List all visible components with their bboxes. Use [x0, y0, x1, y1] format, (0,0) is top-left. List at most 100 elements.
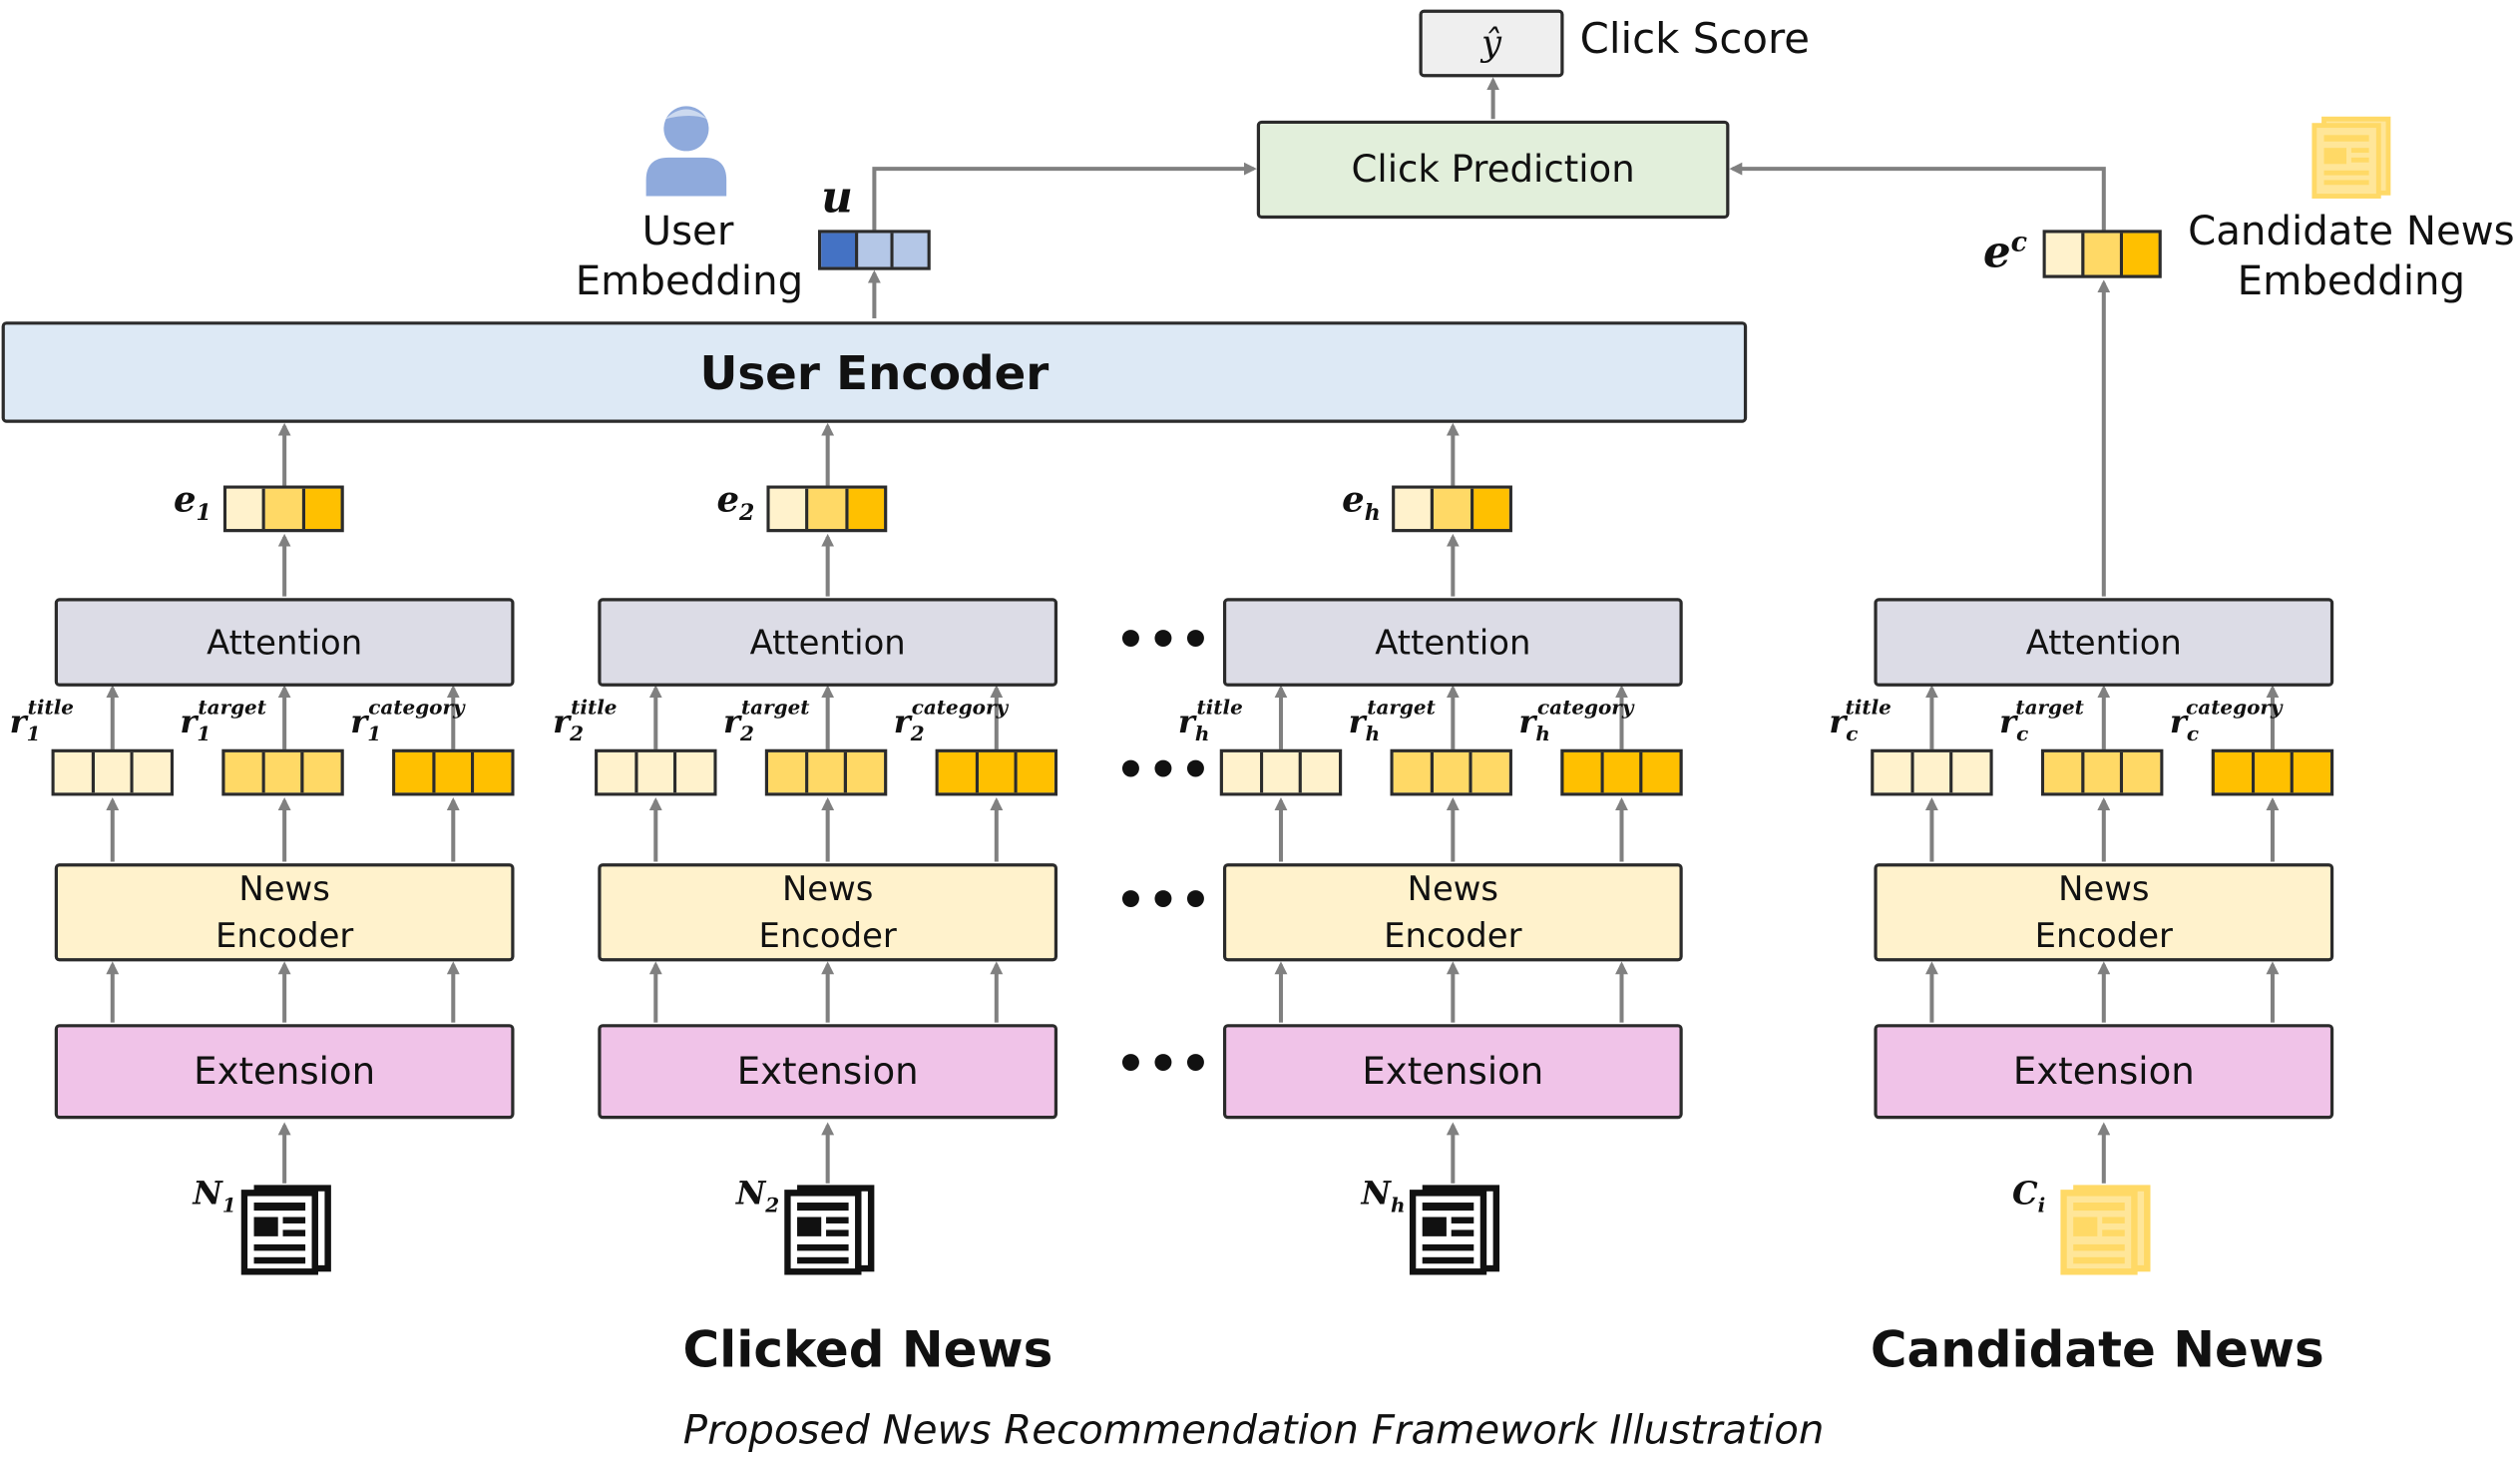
vector-cell — [1952, 751, 1990, 793]
r-sub: 1 — [26, 721, 41, 745]
c-sub: i — [2037, 1193, 2046, 1217]
r-sub: 2 — [570, 721, 585, 745]
vector-cell — [474, 751, 512, 793]
e-sub: h — [1364, 500, 1381, 527]
n-sub: 1 — [221, 1193, 236, 1217]
extension-label: Extension — [194, 1050, 376, 1093]
attention-box: Attention — [1874, 598, 2334, 687]
click-prediction-label: Click Prediction — [1351, 149, 1635, 191]
r-sub: h — [1535, 721, 1550, 745]
vector-cell — [1262, 751, 1303, 793]
r-title-label: r2title — [553, 695, 630, 745]
r-base: r — [9, 702, 27, 741]
n2-label: N2 — [736, 1174, 779, 1217]
r-sub: c — [1846, 721, 1859, 745]
e-base: e — [716, 479, 740, 521]
vector-cell — [304, 488, 341, 530]
vector-cell — [264, 751, 305, 793]
news-encoder-line1: News — [238, 868, 330, 908]
r-base: r — [553, 702, 571, 741]
e-base: e — [173, 479, 197, 521]
click-prediction-box: Click Prediction — [1256, 120, 1730, 220]
r-sub: h — [1194, 721, 1210, 745]
y-hat-box: ŷ — [1419, 9, 1564, 78]
candidate-embedding-label: Candidate News Embedding — [2183, 206, 2520, 305]
r-title-label: rctitle — [1829, 695, 1903, 745]
ec-symbol: ec — [1983, 226, 2027, 278]
r-target-label: rctarget — [1999, 695, 2097, 745]
ellipsis: ••• — [1115, 612, 1213, 670]
r-sub: h — [1365, 721, 1381, 745]
news-embedding-vector — [766, 485, 888, 533]
vector-cell — [1642, 751, 1680, 793]
e-base: e — [1342, 479, 1365, 521]
e1-label: e1 — [174, 479, 211, 526]
r-target-label: rhtarget — [1349, 695, 1449, 745]
click-score-label: Click Score — [1579, 16, 1811, 65]
vector-cell — [808, 488, 849, 530]
u-symbol: u — [821, 173, 853, 224]
ellipsis: ••• — [1115, 1037, 1213, 1094]
news-embedding-vector — [222, 485, 344, 533]
category-vector — [1560, 748, 1683, 796]
vector-cell — [2045, 233, 2085, 275]
r-sub: c — [2016, 721, 2029, 745]
candidate-embedding-line2: Embedding — [2237, 256, 2466, 304]
extension-box: Extension — [1222, 1024, 1683, 1120]
vector-cell — [1018, 751, 1054, 793]
vector-cell — [435, 751, 475, 793]
r-sup: category — [368, 694, 465, 720]
attention-label: Attention — [2025, 623, 2182, 662]
ec-sup: c — [2010, 225, 2028, 257]
newspaper-icon — [2060, 1185, 2151, 1275]
attention-box: Attention — [598, 598, 1058, 687]
eh-label: eh — [1342, 479, 1381, 526]
r-category-label: rccategory — [2170, 695, 2296, 745]
vector-cell — [807, 751, 848, 793]
vector-cell — [821, 233, 858, 267]
c-base: C — [2011, 1174, 2038, 1213]
newspaper-icon — [240, 1185, 331, 1275]
r-base: r — [722, 702, 740, 741]
title-vector — [51, 748, 174, 796]
vector-cell — [894, 233, 928, 267]
person-icon — [645, 106, 727, 197]
r-sub: 1 — [197, 721, 211, 745]
news-encoder-line2: Encoder — [758, 915, 897, 955]
title-vector — [1871, 748, 1993, 796]
y-hat-symbol: ŷ — [1480, 23, 1502, 64]
r-base: r — [893, 702, 911, 741]
n-base: N — [193, 1174, 222, 1213]
attention-box: Attention — [1222, 598, 1683, 687]
r-base: r — [180, 702, 198, 741]
vector-cell — [304, 751, 341, 793]
news-encoder-line1: News — [2058, 868, 2150, 908]
user-embedding-line2: Embedding — [575, 256, 804, 304]
newspaper-icon — [2311, 116, 2391, 199]
vector-cell — [2254, 751, 2295, 793]
e-sub: 1 — [196, 500, 211, 527]
newspaper-icon — [1409, 1185, 1500, 1275]
vector-cell — [769, 488, 809, 530]
vector-cell — [2084, 233, 2124, 275]
vector-cell — [1434, 488, 1473, 530]
vector-cell — [598, 751, 638, 793]
vector-cell — [1433, 751, 1473, 793]
vector-cell — [1302, 751, 1339, 793]
extension-box: Extension — [1874, 1024, 2334, 1120]
vector-cell — [768, 751, 808, 793]
r-sub: 1 — [367, 721, 382, 745]
attention-label: Attention — [207, 623, 363, 662]
vector-cell — [1603, 751, 1643, 793]
r-base: r — [1999, 702, 2017, 741]
vector-cell — [676, 751, 714, 793]
newspaper-icon — [784, 1185, 875, 1275]
vector-cell — [1472, 488, 1509, 530]
ec-base: e — [1982, 228, 2011, 278]
r-title-label: r1title — [9, 695, 87, 745]
n-sub: 2 — [765, 1193, 780, 1217]
vector-cell — [1222, 751, 1263, 793]
